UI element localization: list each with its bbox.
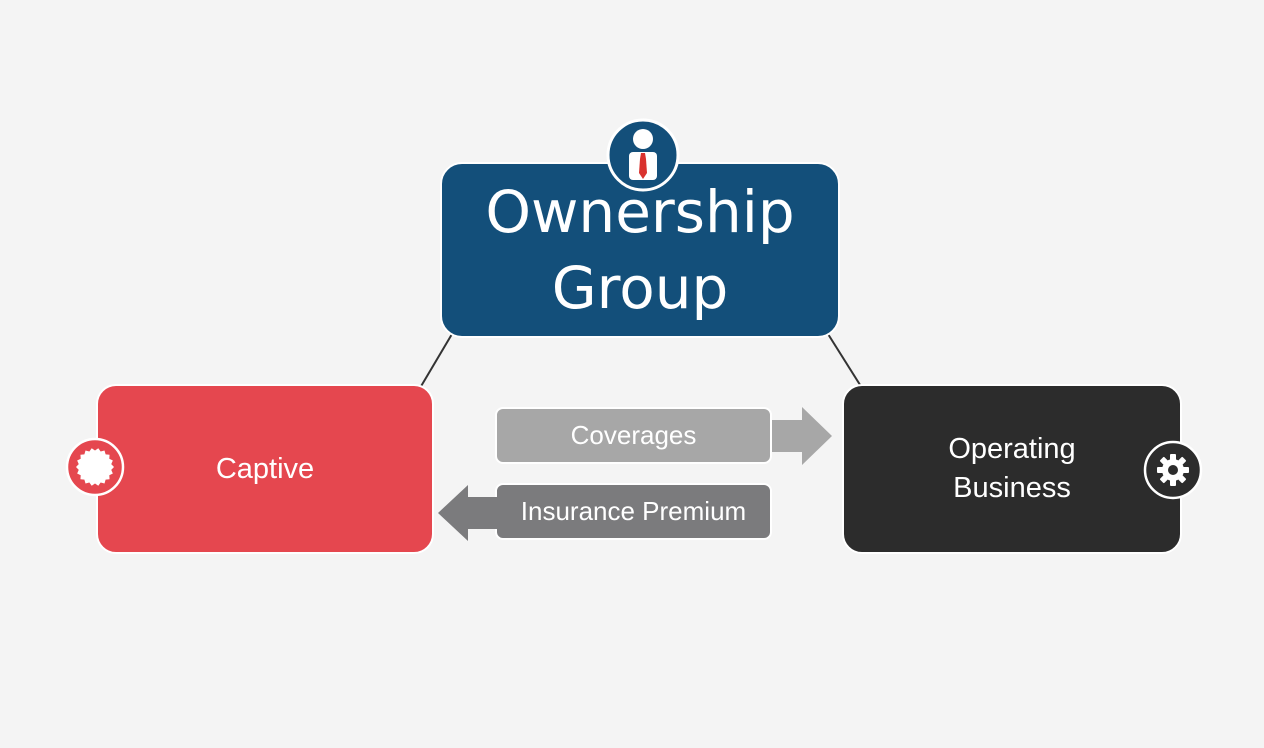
seal-icon [65, 437, 125, 497]
insurance-premium-text: Insurance Premium [520, 496, 747, 526]
gear-icon [1143, 440, 1203, 500]
operating-business-node[interactable]: Operating Business [842, 384, 1182, 554]
connector-owner-business [827, 333, 863, 389]
arrow-left-icon [438, 485, 498, 541]
businessman-icon [606, 118, 680, 192]
coverages-flow-label: Coverages [495, 407, 772, 464]
insurance-premium-flow-label: Insurance Premium [495, 483, 772, 540]
ownership-group-title-line2: Group [551, 254, 729, 322]
operating-business-label-line2: Business [953, 472, 1071, 504]
operating-business-label: Operating Business [844, 430, 1180, 508]
captive-label: Captive [215, 452, 315, 485]
coverages-text: Coverages [570, 420, 697, 450]
captive-node[interactable]: Captive [96, 384, 434, 554]
arrow-right-icon [772, 407, 832, 465]
operating-business-label-line1: Operating [948, 433, 1076, 465]
ownership-group-title: Ownership Group [442, 174, 838, 326]
connector-owner-captive [419, 333, 453, 389]
